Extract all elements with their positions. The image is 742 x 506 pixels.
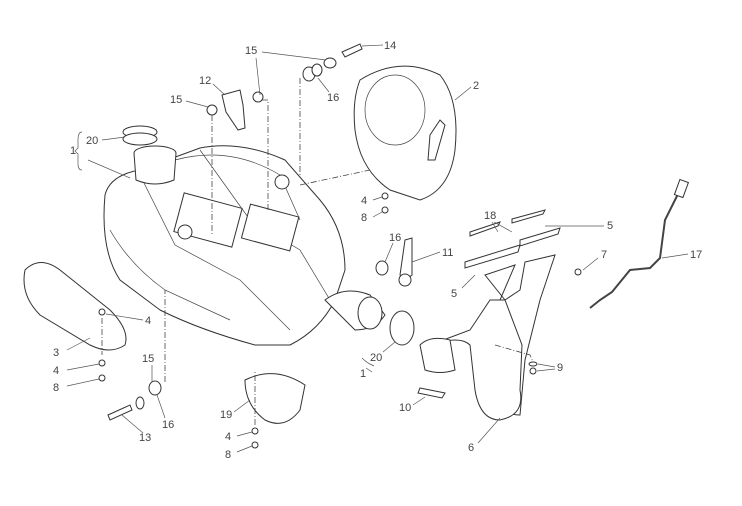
callout-7: 7 bbox=[601, 249, 607, 261]
oxygen-sensor-part bbox=[589, 189, 681, 309]
callout-1: 1 bbox=[360, 368, 366, 380]
callout-16: 16 bbox=[162, 419, 174, 431]
callout-5: 5 bbox=[607, 220, 613, 232]
callout-1: 1 bbox=[70, 145, 76, 157]
callout-16: 16 bbox=[327, 92, 339, 104]
callout-15: 15 bbox=[170, 94, 182, 106]
callout-5: 5 bbox=[451, 288, 457, 300]
callout-17: 17 bbox=[690, 249, 702, 261]
clamp-ring-part bbox=[122, 125, 158, 146]
callout-18: 18 bbox=[484, 210, 496, 222]
callout-4: 4 bbox=[225, 431, 231, 443]
bracket-part bbox=[221, 89, 246, 131]
callout-15: 15 bbox=[142, 353, 154, 365]
leader-lines bbox=[66, 44, 689, 453]
callout-9: 9 bbox=[557, 362, 563, 374]
callout-8: 8 bbox=[361, 212, 367, 224]
callout-14: 14 bbox=[384, 40, 396, 52]
callout-13: 13 bbox=[139, 432, 151, 444]
callout-15: 15 bbox=[245, 45, 257, 57]
callout-10: 10 bbox=[399, 402, 411, 414]
heat-shield-part bbox=[353, 65, 457, 201]
callout-8: 8 bbox=[225, 449, 231, 461]
callout-19: 19 bbox=[220, 409, 232, 421]
callout-4: 4 bbox=[361, 195, 367, 207]
callout-20: 20 bbox=[370, 352, 382, 364]
callout-8: 8 bbox=[53, 382, 59, 394]
callout-20: 20 bbox=[86, 135, 98, 147]
callout-3: 3 bbox=[53, 347, 59, 359]
heat-guard-part bbox=[23, 262, 127, 351]
callout-11: 11 bbox=[442, 247, 453, 259]
callout-4: 4 bbox=[145, 315, 151, 327]
callout-16: 16 bbox=[389, 232, 401, 244]
callout-12: 12 bbox=[199, 75, 211, 87]
callout-6: 6 bbox=[468, 442, 474, 454]
header-pipe-part bbox=[417, 209, 582, 421]
silencer-part bbox=[103, 145, 386, 346]
callout-4: 4 bbox=[53, 365, 59, 377]
callout-2: 2 bbox=[473, 80, 479, 92]
